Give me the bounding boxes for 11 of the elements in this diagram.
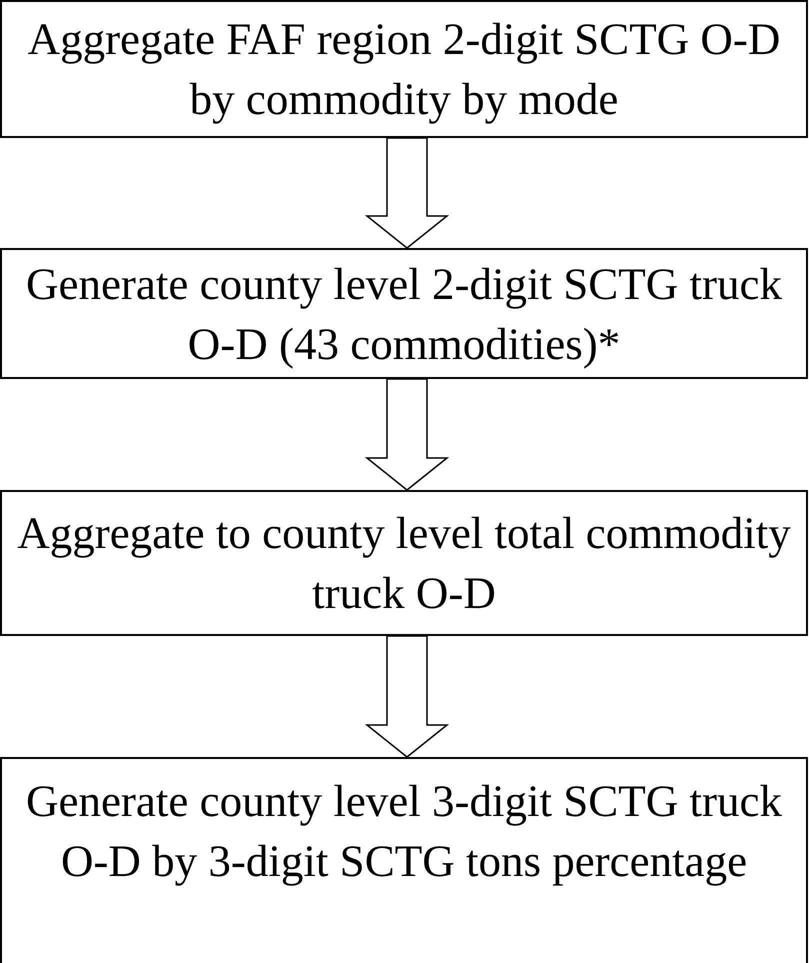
process-box (0, 490, 808, 636)
box-text: Generate county level 3-digit SCTG truck O-D by 3-digit SCTG tons percentage (24, 775, 784, 888)
block-arrow (364, 137, 450, 249)
box-text: Generate county level 2-digit SCTG truck O-D (43 commodities)* (24, 258, 784, 370)
process-box (0, 757, 808, 963)
block-arrow (364, 635, 450, 758)
block-arrow (364, 378, 450, 491)
process-box (0, 248, 808, 379)
box-text: Aggregate FAF region 2-digit SCTG O-D by commodity by mode (26, 13, 782, 126)
process-box (0, 0, 808, 138)
box-text: Aggregate to county level total commodity truck O-D (16, 507, 792, 620)
